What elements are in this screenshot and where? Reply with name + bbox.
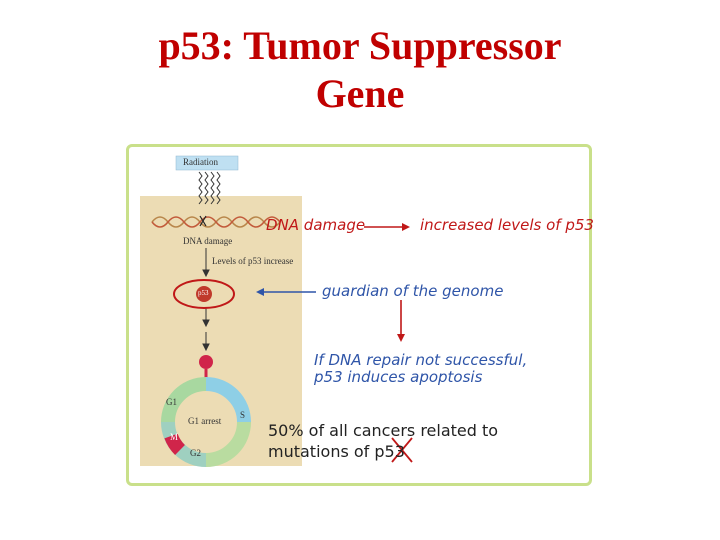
damage-mark (199, 215, 207, 227)
p53-increase-caption: Levels of p53 increase (212, 256, 294, 266)
cross-out-mark (391, 437, 413, 463)
annotation-cancers-line-2: mutations of p53 (268, 442, 405, 461)
dna-helix (151, 216, 281, 228)
slide-title: p53: Tumor Suppressor Gene (0, 22, 720, 118)
radiation-label: Radiation (183, 157, 218, 167)
annotation-increased-p53: increased levels of p53 (420, 216, 594, 234)
g1-arrest-label: G1 arrest (188, 416, 222, 426)
phase-s-label: S (240, 410, 246, 420)
annotation-guardian: guardian of the genome (322, 282, 504, 300)
p53-protein-label: p53 (198, 289, 209, 297)
guardian-ellipse (173, 279, 235, 309)
phase-m-label: M (170, 432, 179, 442)
p53-protein (196, 286, 212, 302)
p53-blocker (199, 355, 213, 369)
annotation-repair-line-2: p53 induces apoptosis (314, 368, 483, 386)
phase-g2-label: G2 (190, 448, 201, 458)
slide-title-line-2: Gene (315, 71, 405, 116)
annotation-repair-line-1: If DNA repair not successful, (314, 351, 528, 369)
annotation-arrows (256, 223, 410, 342)
annotation-dna-damage: DNA damage (266, 216, 366, 234)
pathway-arrows (202, 248, 210, 352)
dna-damage-caption: DNA damage (183, 236, 233, 246)
radiation-box (175, 155, 239, 171)
radiation-rays (198, 171, 221, 205)
cell-cycle-ring (161, 377, 251, 467)
slide-title-line-1: p53: Tumor Suppressor (158, 23, 562, 68)
phase-g1-label: G1 (166, 397, 177, 407)
annotation-cancers-line-1: 50% of all cancers related to (268, 421, 499, 440)
m-phase-segment (164, 433, 186, 455)
